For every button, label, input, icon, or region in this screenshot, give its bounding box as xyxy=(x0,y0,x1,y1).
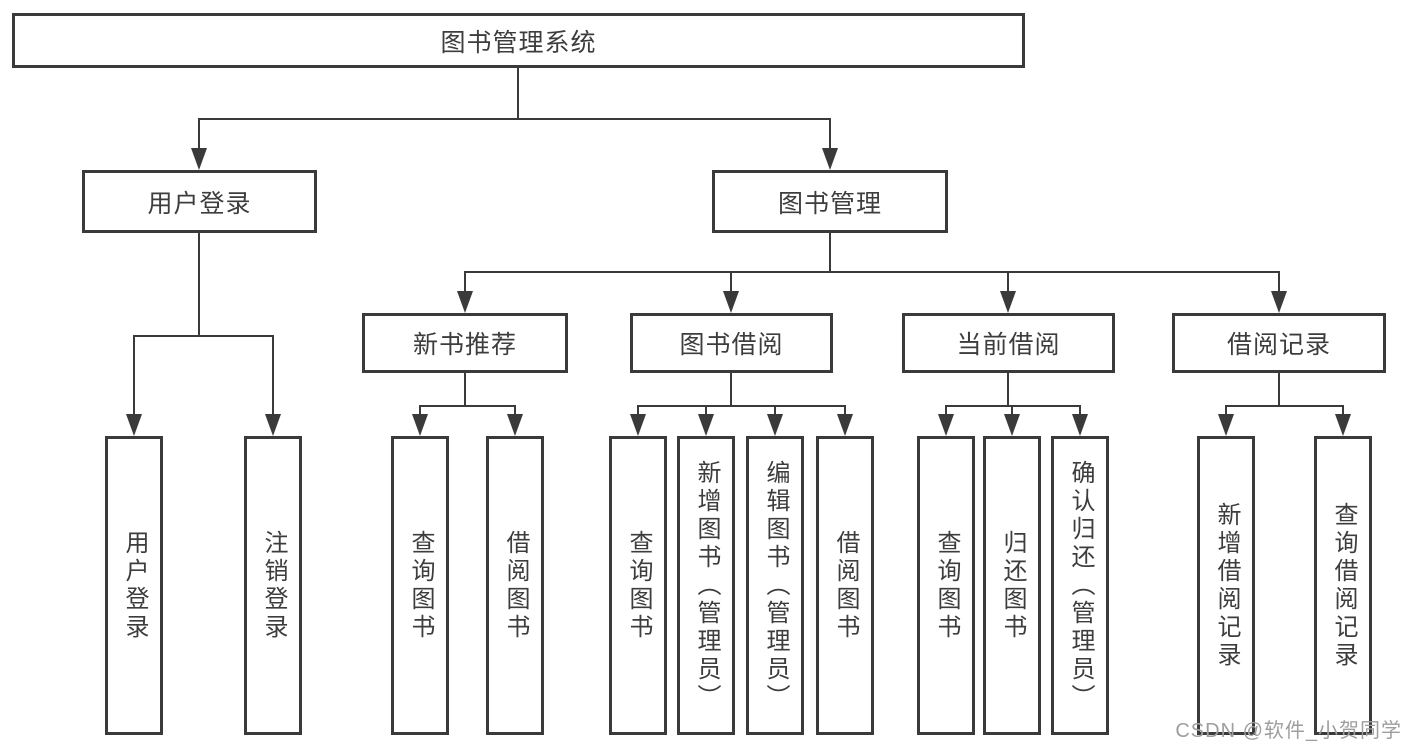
edge-line xyxy=(1225,405,1344,407)
edge-line xyxy=(1278,271,1280,293)
edge-line xyxy=(133,335,135,416)
node-root: 图书管理系统 xyxy=(12,13,1025,68)
edge-line xyxy=(844,405,846,416)
edge-line xyxy=(514,405,516,416)
edge-line xyxy=(945,405,947,416)
leaf-query-books: 查询图书 xyxy=(917,436,975,735)
edge-line xyxy=(829,118,831,150)
edge-line xyxy=(133,335,274,337)
arrow-down-icon xyxy=(1072,414,1088,436)
arrow-down-icon xyxy=(126,414,142,436)
arrow-down-icon xyxy=(698,414,714,436)
edge-line xyxy=(1007,373,1009,407)
edge-line xyxy=(464,271,466,293)
leaf-query-books: 查询图书 xyxy=(609,436,667,735)
edge-line xyxy=(198,118,831,120)
node-new-book-recommend: 新书推荐 xyxy=(362,313,568,373)
csdn-watermark: CSDN @软件_小贺同学 xyxy=(1175,720,1402,742)
arrow-down-icon xyxy=(1218,414,1234,436)
arrow-down-icon xyxy=(457,291,473,313)
node-book-borrow: 图书借阅 xyxy=(630,313,833,373)
arrow-down-icon xyxy=(1000,291,1016,313)
edge-line xyxy=(1278,373,1280,407)
leaf-add-books-admin: 新增图书（管理员） xyxy=(677,436,735,735)
edge-line xyxy=(1007,271,1009,293)
edge-line xyxy=(637,405,846,407)
node-book-management: 图书管理 xyxy=(712,170,948,233)
edge-line xyxy=(419,405,516,407)
arrow-down-icon xyxy=(265,414,281,436)
edge-line xyxy=(272,335,274,416)
edge-line xyxy=(517,68,519,119)
edge-line xyxy=(774,405,776,416)
edge-line xyxy=(945,405,1081,407)
leaf-query-books: 查询图书 xyxy=(391,436,449,735)
node-borrow-records: 借阅记录 xyxy=(1172,313,1386,373)
leaf-confirm-return-admin: 确认归还（管理员） xyxy=(1051,436,1109,735)
arrow-down-icon xyxy=(938,414,954,436)
edge-line xyxy=(1079,405,1081,416)
edge-line xyxy=(464,271,1280,273)
leaf-add-borrow-record: 新增借阅记录 xyxy=(1197,436,1255,735)
edge-line xyxy=(730,373,732,407)
arrow-down-icon xyxy=(1271,291,1287,313)
edge-line xyxy=(198,118,200,150)
node-user-login: 用户登录 xyxy=(82,170,317,233)
arrow-down-icon xyxy=(837,414,853,436)
arrow-down-icon xyxy=(1335,414,1351,436)
edge-line xyxy=(829,233,831,273)
leaf-logout: 注销登录 xyxy=(244,436,302,735)
leaf-edit-books-admin: 编辑图书（管理员） xyxy=(746,436,804,735)
leaf-borrow-books: 借阅图书 xyxy=(816,436,874,735)
arrow-down-icon xyxy=(1004,414,1020,436)
edge-line xyxy=(464,373,466,407)
arrow-down-icon xyxy=(507,414,523,436)
arrow-down-icon xyxy=(822,148,838,170)
edge-line xyxy=(1225,405,1227,416)
arrow-down-icon xyxy=(191,148,207,170)
edge-line xyxy=(419,405,421,416)
leaf-user-login: 用户登录 xyxy=(105,436,163,735)
arrow-down-icon xyxy=(630,414,646,436)
node-current-borrow: 当前借阅 xyxy=(902,313,1115,373)
edge-line xyxy=(198,233,200,336)
edge-line xyxy=(1342,405,1344,416)
edge-line xyxy=(730,271,732,293)
arrow-down-icon xyxy=(767,414,783,436)
edge-line xyxy=(637,405,639,416)
leaf-borrow-books: 借阅图书 xyxy=(486,436,544,735)
edge-line xyxy=(1011,405,1013,416)
leaf-query-borrow-record: 查询借阅记录 xyxy=(1314,436,1372,735)
edge-line xyxy=(705,405,707,416)
arrow-down-icon xyxy=(723,291,739,313)
arrow-down-icon xyxy=(412,414,428,436)
leaf-return-books: 归还图书 xyxy=(983,436,1041,735)
